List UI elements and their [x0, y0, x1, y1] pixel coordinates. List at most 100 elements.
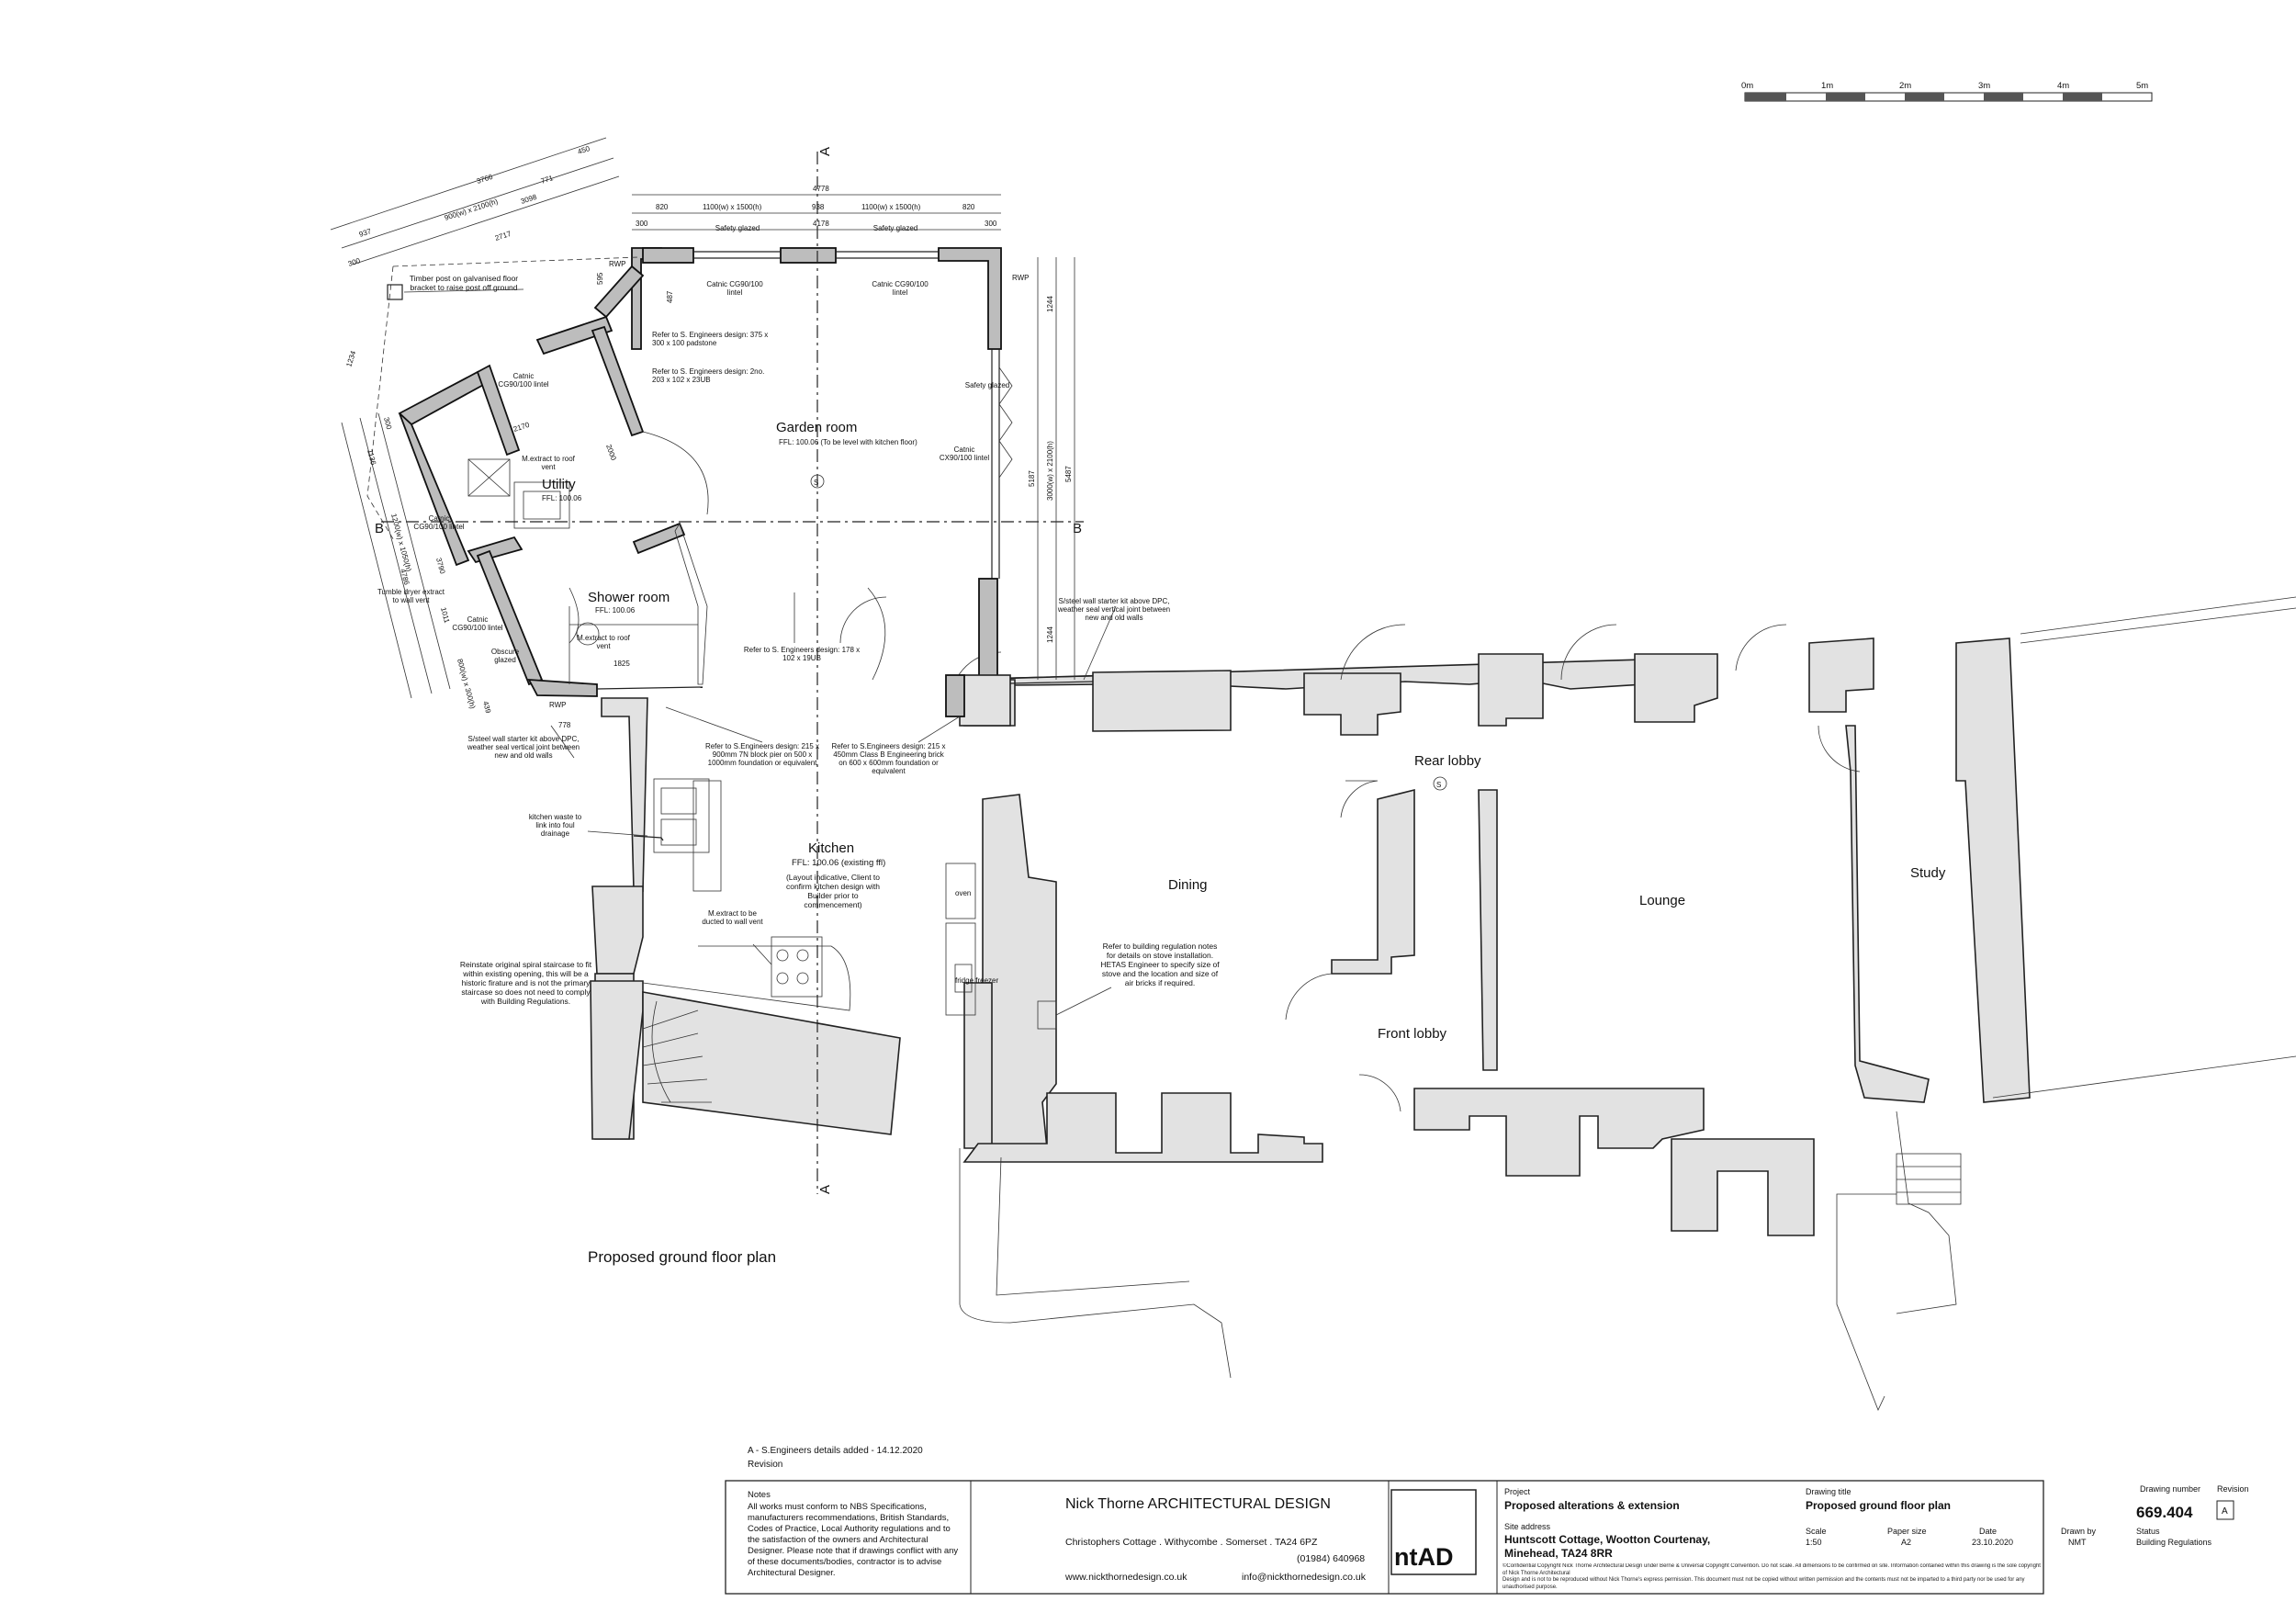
note-stove: Refer to building regulation notes for d…	[1100, 942, 1219, 987]
revision-value: A	[2222, 1506, 2228, 1517]
note-safety-glazed-2: Safety glazed	[873, 224, 917, 232]
scale-value: 1:50	[1806, 1538, 1822, 1547]
note-spiral-staircase: Reinstate original spiral staircase to f…	[460, 960, 591, 1006]
note-engineering-brick: Refer to S.Engineers design: 215 x 450mm…	[831, 742, 945, 775]
scale-label: Scale	[1806, 1527, 1827, 1536]
dim-inner-width: 4178	[813, 220, 829, 228]
scale-label-2: 2m	[1899, 81, 1911, 91]
note-twin-ub: Refer to S. Engineers design: 2no. 203 x…	[652, 367, 764, 384]
note-catnic-2: Catnic CG90/100 lintel	[872, 280, 928, 297]
shower-room-label: Shower room	[588, 590, 670, 605]
extension-walls	[366, 247, 1094, 727]
dim-util-800: 800(w) x 300(h)	[456, 658, 477, 710]
notes-line-4: the satisfaction of the owners and Archi…	[748, 1535, 928, 1545]
drawn-value: NMT	[2068, 1538, 2087, 1547]
room-labels: Garden room FFL: 100.06 (To be level wit…	[542, 260, 1946, 1042]
dim-diag-2717: 2717	[494, 230, 512, 242]
dim-util-2170: 2170	[512, 421, 531, 434]
note-safety-glazed-1: Safety glazed	[715, 224, 760, 232]
note-kitchen-waste: kitchen waste to link into foul drainage	[529, 813, 581, 838]
firm-logo-box	[1390, 1489, 1477, 1575]
note-catnic-5: Catnic CG90/100 lintel	[452, 615, 502, 632]
dim-shower-1825: 1825	[613, 660, 630, 668]
note-kitchen-layout: (Layout indicative, Client to confirm ki…	[786, 873, 880, 909]
existing-cottage	[590, 596, 2296, 1412]
note-padstone: Refer to S. Engineers design: 375 x 300 …	[652, 331, 768, 347]
revision-box	[2216, 1500, 2234, 1520]
site-line-2: Minehead, TA24 8RR	[1504, 1547, 1613, 1560]
dim-util-3790: 3790	[434, 557, 446, 575]
note-m-extract-2: M.extract to roof vent	[577, 634, 630, 650]
site-label: Site address	[1504, 1522, 1551, 1531]
rwp-label-3: RWP	[549, 701, 567, 709]
dim-diag-937: 937	[358, 227, 373, 239]
drawing-number: 669.404	[2136, 1504, 2193, 1521]
scale-label-1: 1m	[1821, 81, 1833, 91]
firm-phone: (01984) 640968	[1297, 1553, 1365, 1564]
setout-point-lobby	[1433, 776, 1447, 791]
dim-diag-450: 450	[577, 144, 591, 156]
annotations: Safety glazed Safety glazed Safety glaze…	[377, 224, 1220, 1016]
notes-line-6: of these documents/bodies, contractor is…	[748, 1557, 941, 1567]
rwp-label-1: RWP	[609, 260, 626, 268]
dim-window-1: 1100(w) x 1500(h)	[703, 203, 762, 211]
oven-label: oven	[955, 889, 971, 897]
note-timber-post: Timber post on galvanised floor bracket …	[410, 274, 518, 292]
revision-label: Revision	[748, 1460, 782, 1470]
dim-side-height: 1244	[1046, 296, 1054, 312]
copyright-notice: ©Confidential Copyright Nick Thorne Arch…	[1503, 1563, 2041, 1590]
dim-side-total: 5487	[1064, 466, 1073, 482]
firm-logo: ntAD	[1394, 1543, 1453, 1571]
dim-side-door: 3000(w) x 2100(h)	[1046, 441, 1054, 501]
study-label: Study	[1910, 865, 1946, 881]
date-label: Date	[1979, 1527, 1997, 1536]
dining-label: Dining	[1168, 877, 1208, 893]
firm-web: www.nickthornedesign.co.uk	[1064, 1572, 1187, 1583]
scale-label-5: 5m	[2136, 81, 2148, 91]
firm-address: Christophers Cottage . Withycombe . Some…	[1065, 1537, 1318, 1548]
note-starter-kit-left: S/steel wall starter kit above DPC, weat…	[467, 735, 580, 760]
dim-diag-total: 3766	[476, 173, 494, 186]
section-mark-b-left: B	[375, 521, 384, 536]
dim-diag-300: 300	[347, 256, 362, 268]
dim-overall-width: 4778	[813, 185, 829, 193]
kitchen-level: FFL: 100.06 (existing ffl)	[792, 858, 885, 868]
notes-line-3: Codes of Practice, Local Authority regul…	[748, 1524, 951, 1534]
dim-left-return: 820	[656, 203, 669, 211]
drawn-label: Drawn by	[2061, 1527, 2097, 1536]
date-value: 23.10.2020	[1972, 1538, 2013, 1547]
shower-room-level: FFL: 100.06	[595, 606, 636, 615]
drawing-title-value: Proposed ground floor plan	[1806, 1499, 1951, 1512]
dim-diag-opening: 900(w) x 2100(h)	[444, 197, 500, 222]
dim-window-2: 1100(w) x 1500(h)	[861, 203, 921, 211]
dim-util-2000: 2000	[604, 444, 618, 462]
paper-label: Paper size	[1887, 1527, 1927, 1536]
section-mark-b-right: B	[1073, 521, 1082, 536]
notes-heading: Notes	[748, 1490, 771, 1500]
dim-util-1136: 1136	[366, 448, 377, 466]
utility-label: Utility	[542, 477, 576, 492]
note-starter-kit-right: S/steel wall starter kit above DPC, weat…	[1058, 597, 1170, 622]
firm-email: info@nickthornedesign.co.uk	[1242, 1572, 1367, 1583]
notes-line-1: All works must conform to NBS Specificat…	[748, 1502, 927, 1512]
note-catnic-3: Catnic CG90/100 lintel	[498, 372, 548, 389]
firm-name: Nick Thorne ARCHITECTURAL DESIGN	[1065, 1496, 1331, 1512]
dim-side-inner: 5187	[1028, 470, 1036, 487]
status-label: Status	[2136, 1527, 2160, 1536]
note-single-ub: Refer to S. Engineers design: 178 x 102 …	[744, 646, 860, 662]
note-m-extract-1: M.extract to roof vent	[522, 455, 575, 471]
garden-room-level: FFL: 100.06 (To be level with kitchen fl…	[779, 438, 917, 446]
dim-util-439: 439	[481, 700, 492, 715]
dim-end-right: 300	[985, 220, 997, 228]
status-value: Building Regulations	[2136, 1538, 2212, 1547]
title-block: Notes All works must conform to NBS Spec…	[725, 1480, 2249, 1595]
note-obscure-glazed: Obscure glazed	[491, 648, 519, 664]
fridge-freezer-label: fridge freezer	[955, 976, 998, 985]
kitchen-label: Kitchen	[808, 840, 854, 856]
note-m-extract-wall: M.extract to be ducted to wall vent	[702, 909, 762, 926]
notes-line-2: manufacturers recommendations, British S…	[748, 1513, 949, 1523]
dim-diag-771: 771	[540, 174, 555, 186]
notes-line-5: Designer. Please note that if drawings c…	[748, 1546, 958, 1556]
note-safety-glazed-3: Safety glazed	[965, 381, 1009, 389]
dim-util-1011: 1011	[439, 606, 451, 624]
